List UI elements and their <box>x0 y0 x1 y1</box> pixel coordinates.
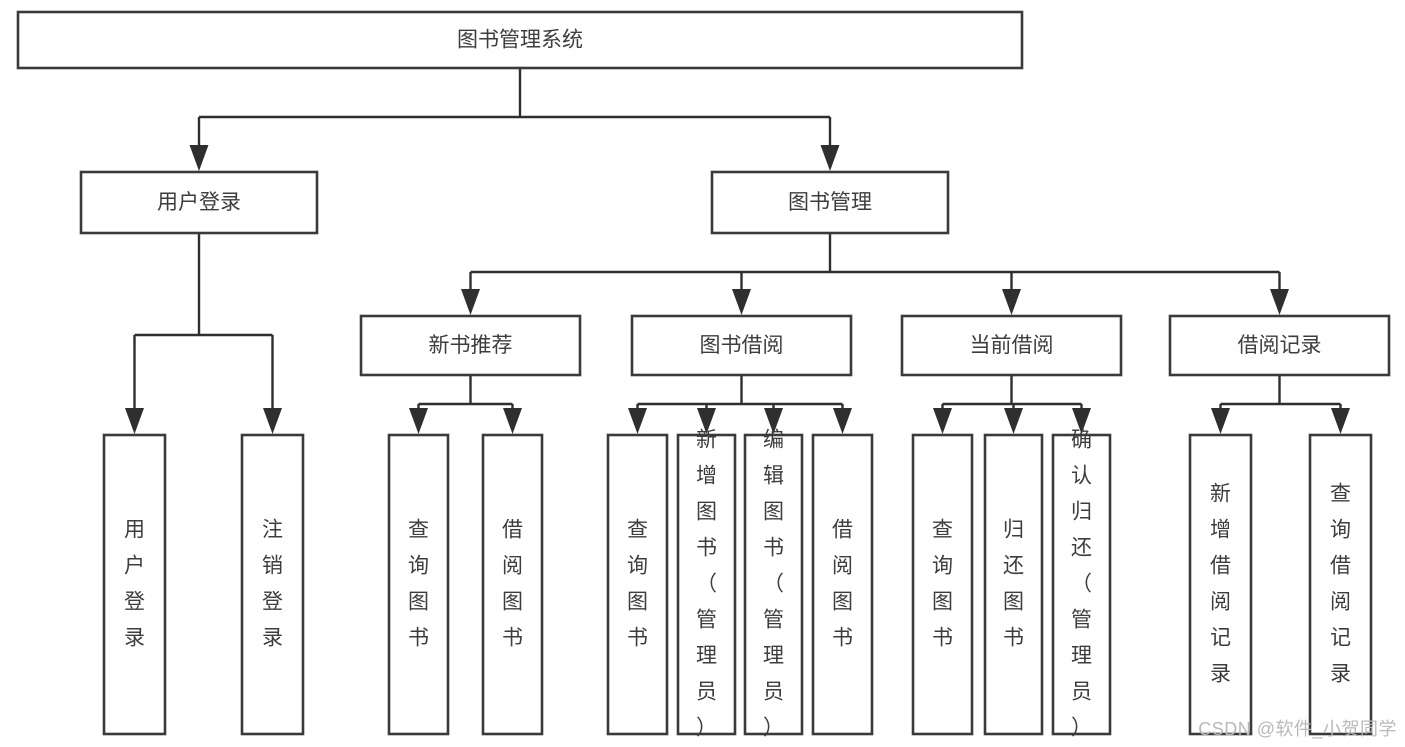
arrow-head-icon <box>933 408 952 434</box>
node-label: 图书借阅 <box>700 334 784 357</box>
node-user-login[interactable]: 用户登录 <box>79 170 319 235</box>
node-leaf-add-borrow-record[interactable]: 新增借阅记录 <box>1188 433 1253 736</box>
arrow-head-icon <box>125 408 144 434</box>
node-leaf-query-book-3[interactable]: 查询图书 <box>911 433 974 736</box>
node-label: 新增图书（管理员） <box>696 428 717 739</box>
arrow-head-icon <box>1331 408 1350 434</box>
arrow-head-icon <box>833 408 852 434</box>
node-box[interactable] <box>387 433 450 736</box>
connector-layer <box>125 68 1350 434</box>
node-label: 图书管理 <box>788 191 872 214</box>
node-label: 新增借阅记录 <box>1210 482 1231 685</box>
node-new-book-recommend[interactable]: 新书推荐 <box>359 314 582 377</box>
connector-group-user-login <box>125 233 282 434</box>
arrow-head-icon <box>189 145 209 171</box>
node-label: 查询图书 <box>408 518 429 649</box>
watermark-text: CSDN @软件_小贺同学 <box>1198 719 1397 739</box>
node-box[interactable] <box>1308 433 1373 736</box>
node-leaf-query-borrow-record[interactable]: 查询借阅记录 <box>1308 433 1373 736</box>
arrow-head-icon <box>628 408 647 434</box>
node-label: 借阅图书 <box>832 518 853 649</box>
node-label: 当前借阅 <box>970 334 1054 357</box>
connector-group-borrow-record <box>1211 375 1350 434</box>
node-box[interactable] <box>743 433 804 736</box>
node-leaf-borrow-book-1[interactable]: 借阅图书 <box>481 433 544 736</box>
arrow-head-icon <box>764 408 783 434</box>
node-box[interactable] <box>240 433 305 736</box>
arrow-head-icon <box>732 289 751 315</box>
node-label: 编辑图书（管理员） <box>763 428 784 739</box>
connector-group-book-management <box>461 233 1289 315</box>
node-label: 查询借阅记录 <box>1330 482 1351 685</box>
node-label: 确认归还（管理员） <box>1071 428 1092 739</box>
arrow-head-icon <box>263 408 282 434</box>
arrow-head-icon <box>503 408 522 434</box>
node-label: 借阅图书 <box>502 518 523 649</box>
node-box[interactable] <box>79 170 319 235</box>
node-label: 新书推荐 <box>429 334 513 357</box>
node-box[interactable] <box>900 314 1123 377</box>
node-borrow-record[interactable]: 借阅记录 <box>1168 314 1391 377</box>
node-leaf-query-book-2[interactable]: 查询图书 <box>606 433 669 736</box>
arrow-head-icon <box>1004 408 1023 434</box>
node-leaf-user-logout[interactable]: 注销登录 <box>240 433 305 736</box>
node-label: 图书管理系统 <box>457 29 583 52</box>
node-leaf-user-login[interactable]: 用户登录 <box>102 433 167 736</box>
connector-group-new-book-recommend <box>409 375 522 434</box>
node-root[interactable]: 图书管理系统 <box>16 10 1024 70</box>
arrow-head-icon <box>1072 408 1091 434</box>
arrow-head-icon <box>1211 408 1230 434</box>
node-current-borrow[interactable]: 当前借阅 <box>900 314 1123 377</box>
node-box[interactable] <box>983 433 1044 736</box>
node-label: 查询图书 <box>627 518 648 649</box>
arrow-head-icon <box>1270 289 1289 315</box>
node-box[interactable] <box>811 433 874 736</box>
node-box[interactable] <box>710 170 950 235</box>
node-label: 归还图书 <box>1003 518 1024 649</box>
node-box[interactable] <box>911 433 974 736</box>
node-label: 借阅记录 <box>1238 334 1322 357</box>
node-layer: 图书管理系统用户登录图书管理新书推荐图书借阅当前借阅借阅记录用户登录注销登录查询… <box>16 10 1391 739</box>
node-leaf-borrow-book-2[interactable]: 借阅图书 <box>811 433 874 736</box>
node-label: 注销登录 <box>262 518 283 649</box>
node-book-borrow[interactable]: 图书借阅 <box>630 314 853 377</box>
connector-group-root <box>189 68 840 171</box>
node-box[interactable] <box>630 314 853 377</box>
node-book-management[interactable]: 图书管理 <box>710 170 950 235</box>
node-leaf-add-book-admin[interactable]: 新增图书（管理员） <box>676 428 737 739</box>
node-leaf-query-book-1[interactable]: 查询图书 <box>387 433 450 736</box>
arrow-head-icon <box>461 289 480 315</box>
node-box[interactable] <box>1188 433 1253 736</box>
node-box[interactable] <box>359 314 582 377</box>
node-box[interactable] <box>16 10 1024 70</box>
node-label: 查询图书 <box>932 518 953 649</box>
arrow-head-icon <box>820 145 840 171</box>
node-box[interactable] <box>1051 433 1112 736</box>
node-label: 用户登录 <box>157 191 241 214</box>
node-box[interactable] <box>1168 314 1391 377</box>
node-box[interactable] <box>676 433 737 736</box>
node-label: 用户登录 <box>124 518 145 649</box>
node-box[interactable] <box>606 433 669 736</box>
node-box[interactable] <box>102 433 167 736</box>
arrow-head-icon <box>1002 289 1021 315</box>
node-leaf-confirm-return-admin[interactable]: 确认归还（管理员） <box>1051 428 1112 739</box>
node-leaf-edit-book-admin[interactable]: 编辑图书（管理员） <box>743 428 804 739</box>
arrow-head-icon <box>697 408 716 434</box>
connector-group-book-borrow <box>628 375 852 434</box>
connector-group-current-borrow <box>933 375 1091 434</box>
arrow-head-icon <box>409 408 428 434</box>
node-leaf-return-book[interactable]: 归还图书 <box>983 433 1044 736</box>
node-box[interactable] <box>481 433 544 736</box>
